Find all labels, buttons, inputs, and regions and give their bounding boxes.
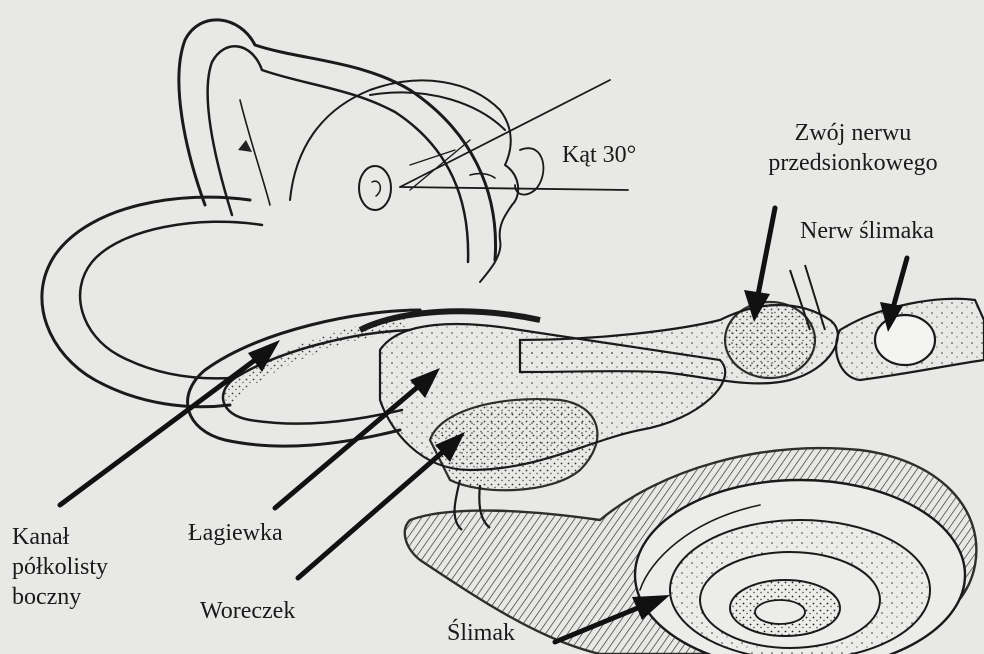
lateral-canal-line-2: półkolisty — [12, 552, 108, 582]
saccule-label: Woreczek — [200, 596, 295, 626]
cochlear-nerve-label: Nerw ślimaka — [800, 216, 934, 246]
arrow-vestibular-ganglion — [758, 208, 775, 295]
cochlea-label: Ślimak — [447, 618, 515, 648]
vestibular-ganglion-line-2: przedsionkowego — [738, 148, 968, 178]
angle-label: Kąt 30° — [562, 140, 636, 170]
superior-semicircular-canal — [179, 20, 496, 262]
lateral-canal-line-1: Kanał — [12, 522, 108, 552]
lateral-canal-line-3: boczny — [12, 582, 108, 612]
posterior-semicircular-canal — [42, 197, 262, 407]
cochlear-nerve — [836, 299, 984, 380]
vestibular-nerve — [520, 265, 838, 383]
head-profile — [290, 80, 628, 282]
vestibular-ganglion-label: Zwój nerwu przedsionkowego — [738, 118, 968, 178]
arrow-cochlear-nerve — [893, 258, 907, 308]
lateral-canal-label: Kanał półkolisty boczny — [12, 522, 108, 612]
utricle-label: Łagiewka — [188, 518, 283, 548]
vestibular-ganglion-line-1: Zwój nerwu — [738, 118, 968, 148]
arrow-lateral-canal — [60, 360, 255, 505]
